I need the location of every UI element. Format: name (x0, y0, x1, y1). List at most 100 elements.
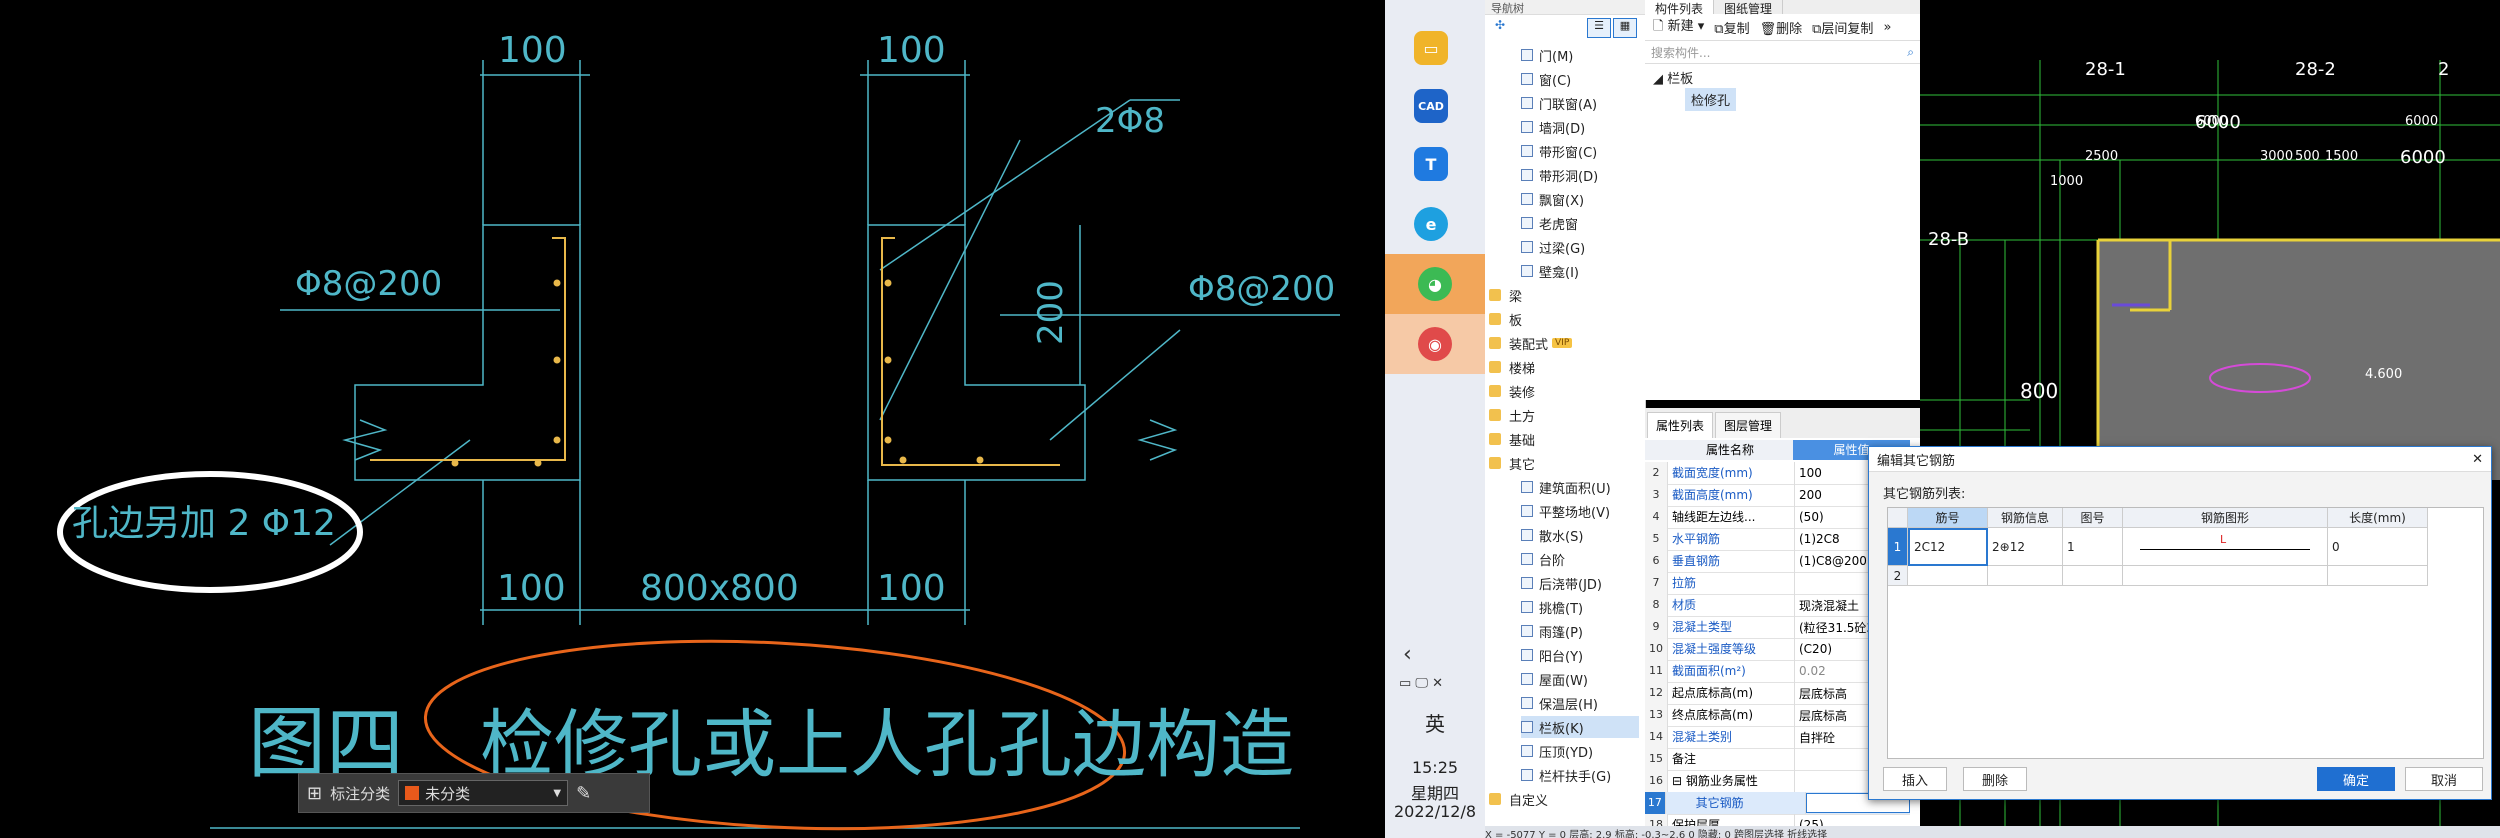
cancel-button[interactable]: 取消 (2405, 767, 2483, 791)
property-value[interactable]: 100 (1799, 466, 1822, 480)
taskbar-app-explorer[interactable]: ▭ (1395, 20, 1467, 76)
taskbar-app-edge[interactable]: e (1395, 196, 1467, 252)
nav-item[interactable]: 雨篷(P) (1521, 620, 1639, 642)
ok-button[interactable]: 确定 (2317, 767, 2395, 791)
nav-item[interactable]: 带形洞(D) (1521, 164, 1639, 186)
nav-item[interactable]: 建筑面积(U) (1521, 476, 1639, 498)
cell-jin-1[interactable]: 2C12 (1908, 528, 1988, 566)
close-icon[interactable]: ✕ (2472, 451, 2483, 467)
nav-item[interactable]: 屋面(W) (1521, 668, 1639, 690)
more-icon[interactable]: » (1883, 19, 1892, 35)
nav-item[interactable]: 阳台(Y) (1521, 644, 1639, 666)
floor-copy-button[interactable]: ⧉层间复制 (1812, 18, 1873, 37)
nav-item[interactable]: 窗(C) (1521, 68, 1639, 90)
tab-layer-manage[interactable]: 图层管理 (1715, 412, 1782, 438)
cell-length-2[interactable] (2328, 566, 2428, 586)
property-value[interactable]: (粒径31.5砼3... (1799, 620, 1886, 635)
taskbar-app-text[interactable]: T (1395, 136, 1467, 192)
property-value[interactable]: 现浇混凝土 (1799, 598, 1860, 613)
cell-tu-2[interactable] (2063, 566, 2123, 586)
property-value[interactable]: (1)C8@200 (1799, 554, 1867, 568)
nav-item[interactable]: 散水(S) (1521, 524, 1639, 546)
cell-info-2[interactable] (1988, 566, 2063, 586)
pin-icon[interactable]: ✣ (1495, 18, 1506, 32)
nav-item[interactable]: 基础 (1489, 428, 1639, 450)
nav-item[interactable]: 墙洞(D) (1521, 116, 1639, 138)
nav-item[interactable]: 自定义 (1489, 788, 1639, 810)
tree-child-item[interactable]: 检修孔 (1685, 88, 1737, 111)
nav-item[interactable]: 装修 (1489, 380, 1639, 402)
nav-item[interactable]: 台阶 (1521, 548, 1639, 570)
nav-item[interactable]: 梁 (1489, 284, 1639, 306)
property-value[interactable]: 0.02 (1799, 664, 1826, 678)
nav-item[interactable]: 挑檐(T) (1521, 596, 1639, 618)
nav-item[interactable]: 其它 (1489, 452, 1639, 474)
taskbar-app-cad[interactable]: CAD (1395, 78, 1467, 134)
nav-item[interactable]: 老虎窗 (1521, 212, 1639, 234)
clock-time[interactable]: 15:25 (1411, 758, 1459, 777)
nav-item[interactable]: 楼梯 (1489, 356, 1639, 378)
nav-item[interactable]: 后浇带(JD) (1521, 572, 1639, 594)
nav-item[interactable]: 栏杆扶手(G) (1521, 764, 1639, 786)
cad-drawing-viewer[interactable]: 100 100 2Φ8 Φ8@200 Φ8@200 200 100 800x80… (0, 0, 1385, 838)
chevron-left-icon[interactable]: ‹ (1403, 642, 1412, 667)
nav-item[interactable]: 飘窗(X) (1521, 188, 1639, 210)
copy-button[interactable]: ⧉复制 (1714, 18, 1749, 37)
property-value[interactable]: 200 (1799, 488, 1822, 502)
cell-shape-1[interactable]: L (2123, 528, 2328, 566)
tab-property-list[interactable]: 属性列表 (1647, 412, 1714, 438)
grid-view-icon[interactable]: ▦ (1613, 18, 1637, 38)
category-select[interactable]: 未分类 ▼ (398, 780, 569, 806)
cad-canvas[interactable]: 100 100 2Φ8 Φ8@200 Φ8@200 200 100 800x80… (0, 0, 1385, 838)
property-value[interactable]: (C20) (1799, 642, 1833, 656)
cell-shape-2[interactable] (2123, 566, 2328, 586)
list-view-icon[interactable]: ☰ (1587, 18, 1611, 38)
nav-item[interactable]: 门(M) (1521, 44, 1639, 66)
delete-button[interactable]: 🗑删除 (1760, 18, 1803, 37)
nav-item[interactable]: 压顶(YD) (1521, 740, 1639, 762)
property-value[interactable]: (1)2C8 (1799, 532, 1840, 546)
property-value[interactable]: (50) (1799, 510, 1824, 524)
grid-icon[interactable]: ⊞ (307, 782, 323, 804)
nav-item[interactable]: 栏板(K) (1521, 716, 1639, 738)
property-value[interactable]: 自拌砼 (1799, 730, 1836, 745)
cell-info-1[interactable]: 2⊕12 (1988, 528, 2063, 566)
cell-tu-1[interactable]: 1 (2063, 528, 2123, 566)
component-search-input[interactable]: 搜索构件... ⌕ (1645, 41, 1920, 64)
ime-indicator[interactable]: 英 (1425, 712, 1445, 736)
new-button[interactable]: 🗋 新建 ▾ (1653, 19, 1705, 34)
cell-length-1[interactable]: 0 (2328, 528, 2428, 566)
nav-item[interactable]: 过梁(G) (1521, 236, 1639, 258)
nav-item[interactable]: 带形窗(C) (1521, 140, 1639, 162)
tree-parent-item[interactable]: ◢ 栏板 (1653, 72, 1694, 87)
nav-item[interactable]: 平整场地(V) (1521, 500, 1639, 522)
tab-component-list[interactable]: 构件列表 (1645, 0, 1715, 16)
nav-item[interactable]: 壁龛(I) (1521, 260, 1639, 282)
tab-drawing-manage[interactable]: 图纸管理 (1714, 0, 1784, 16)
delete-row-button[interactable]: 删除 (1963, 767, 2027, 791)
edit-icon[interactable]: ✎ (576, 782, 592, 804)
taskbar-app-gtj[interactable]: ◉ (1385, 314, 1485, 374)
property-value[interactable]: 层底标高 (1799, 708, 1848, 723)
nav-item[interactable]: 门联窗(A) (1521, 92, 1639, 114)
tray-icons[interactable]: ▭ 🖵 ✕ (1399, 676, 1443, 691)
taskbar-app-wechat[interactable]: ◕ (1385, 254, 1485, 314)
cell-jin-2[interactable] (1908, 566, 1988, 586)
property-value[interactable]: 层底标高 (1799, 686, 1848, 701)
nav-item[interactable]: 土方 (1489, 404, 1639, 426)
